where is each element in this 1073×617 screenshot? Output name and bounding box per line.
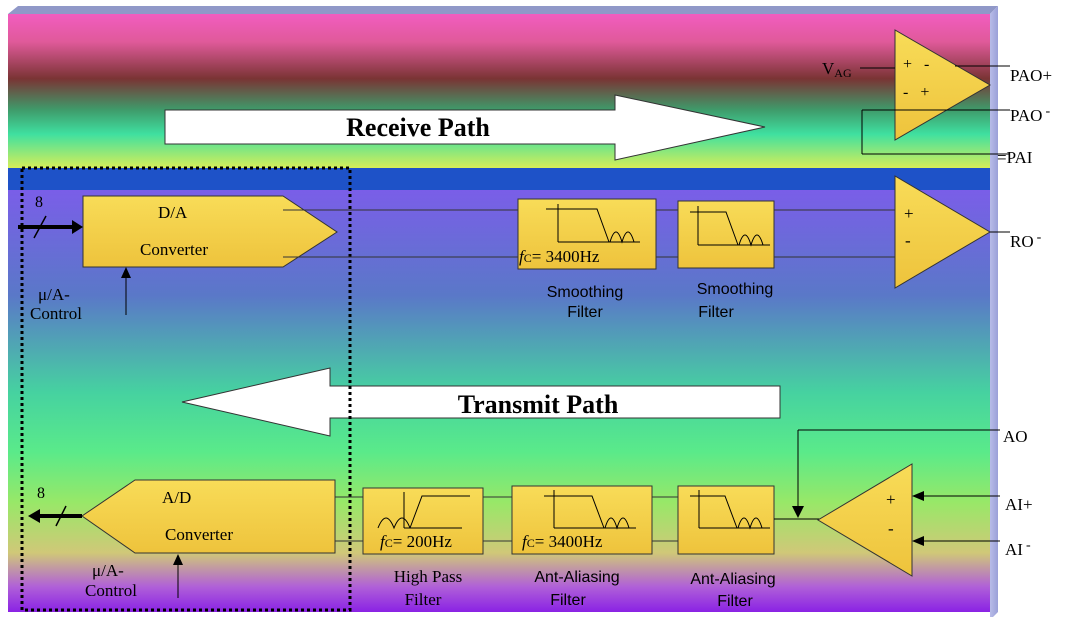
ao-feedback-arrowhead	[792, 506, 804, 518]
ad-bus-width: 8	[37, 485, 45, 502]
ad-converter: A/D Converter 8 μ/A- Control	[28, 479, 363, 600]
anti-aliasing-1-caption2: Filter	[550, 592, 586, 609]
ao-label: AO	[1003, 427, 1028, 446]
highpass-response-icon	[377, 492, 470, 530]
da-bus-width: 8	[35, 194, 43, 211]
anti-aliasing-filter-1-block	[511, 485, 653, 555]
receive-band	[8, 14, 990, 168]
pa-amp-signs-top: + -	[903, 56, 929, 73]
anti-aliasing-2-caption1: Ant-Aliasing	[690, 571, 775, 588]
smoothing-filter-2: Smoothing Filter	[677, 200, 895, 321]
ai-plus-label: AI+	[1005, 495, 1033, 514]
lowpass-response-icon	[544, 490, 636, 530]
ad-output-arrowhead	[28, 509, 40, 523]
smoothing-filter-2-block	[677, 200, 775, 269]
ad-control-line1: μ/A-	[92, 561, 124, 580]
transmit-path-label: Transmit Path	[458, 390, 619, 419]
ro-amp-plus: +	[904, 204, 914, 223]
ai-amplifier: + - AO AI+ AI-	[792, 427, 1033, 577]
high-pass-caption2: Filter	[405, 590, 442, 609]
da-control-line1: μ/A-	[38, 285, 70, 304]
da-control-line2: Control	[30, 304, 82, 323]
anti-aliasing-filter-2: Ant-Aliasing Filter	[677, 485, 820, 610]
anti-aliasing-1-caption1: Ant-Aliasing	[534, 569, 619, 586]
high-pass-filter-block	[362, 487, 484, 555]
vag-label: VAG	[822, 59, 852, 80]
ro-output-label: RO-	[1010, 230, 1042, 251]
anti-aliasing-2-caption2: Filter	[717, 593, 753, 610]
smoothing-filter-1-caption1: Smoothing	[547, 284, 624, 301]
high-pass-caption1: High Pass	[394, 567, 462, 586]
smoothing-filter-1-block	[517, 198, 657, 270]
da-control-arrowhead	[121, 267, 131, 278]
lowpass-response-icon	[690, 490, 770, 530]
lowpass-response-icon	[690, 206, 770, 247]
ad-label-line1: A/D	[162, 488, 191, 507]
pai-label: =PAI	[997, 148, 1033, 167]
top-bevel	[8, 6, 998, 14]
anti-aliasing-1-fc: fC= 3400Hz	[522, 532, 603, 551]
pa-amp-triangle	[894, 29, 991, 141]
ad-control-line2: Control	[85, 581, 137, 600]
ai-minus-arrowhead	[912, 536, 924, 546]
pao-plus-label: PAO+	[1010, 66, 1052, 85]
ai-amp-plus: +	[886, 490, 896, 509]
ai-plus-arrowhead	[912, 491, 924, 501]
high-pass-filter: fC= 200Hz High Pass Filter	[362, 487, 512, 609]
smoothing-filter-1: fC= 3400Hz Smoothing Filter	[517, 198, 678, 321]
smoothing-filter-2-caption1: Smoothing	[697, 281, 774, 298]
ad-label-line2: Converter	[165, 525, 233, 544]
pao-minus-label: PAO-	[1010, 104, 1050, 125]
pa-amp-signs-bottom: - +	[903, 84, 929, 101]
ro-amp-triangle	[894, 175, 991, 289]
converter-boundary	[20, 166, 352, 612]
ai-amp-minus: -	[888, 519, 894, 538]
da-converter: D/A Converter 8 μ/A- Control	[18, 194, 518, 323]
separator-band	[8, 168, 990, 190]
smoothing-filter-1-fc: fC= 3400Hz	[519, 247, 600, 266]
smoothing-filter-2-caption2: Filter	[698, 304, 734, 321]
lowpass-response-icon	[546, 204, 640, 244]
receive-path-arrow	[164, 94, 766, 161]
ro-amp-minus: -	[905, 231, 911, 250]
da-input-arrowhead	[72, 220, 83, 234]
high-pass-fc: fC= 200Hz	[380, 532, 452, 551]
receive-path-label: Receive Path	[346, 113, 490, 142]
da-converter-block	[82, 195, 338, 268]
da-label-line1: D/A	[158, 203, 188, 222]
pa-amplifier: VAG + - - + PAO+ PAO- =PAI	[822, 29, 1052, 167]
ai-amp-triangle	[817, 463, 913, 577]
ai-minus-label: AI-	[1005, 538, 1031, 559]
da-label-line2: Converter	[140, 240, 208, 259]
right-bevel	[990, 6, 998, 617]
smoothing-filter-1-caption2: Filter	[567, 304, 603, 321]
anti-aliasing-filter-1: fC= 3400Hz Ant-Aliasing Filter	[511, 485, 678, 609]
ad-control-arrowhead	[173, 554, 183, 565]
transmit-path-arrow	[181, 367, 781, 437]
ro-amplifier: + - RO-	[894, 175, 1042, 289]
